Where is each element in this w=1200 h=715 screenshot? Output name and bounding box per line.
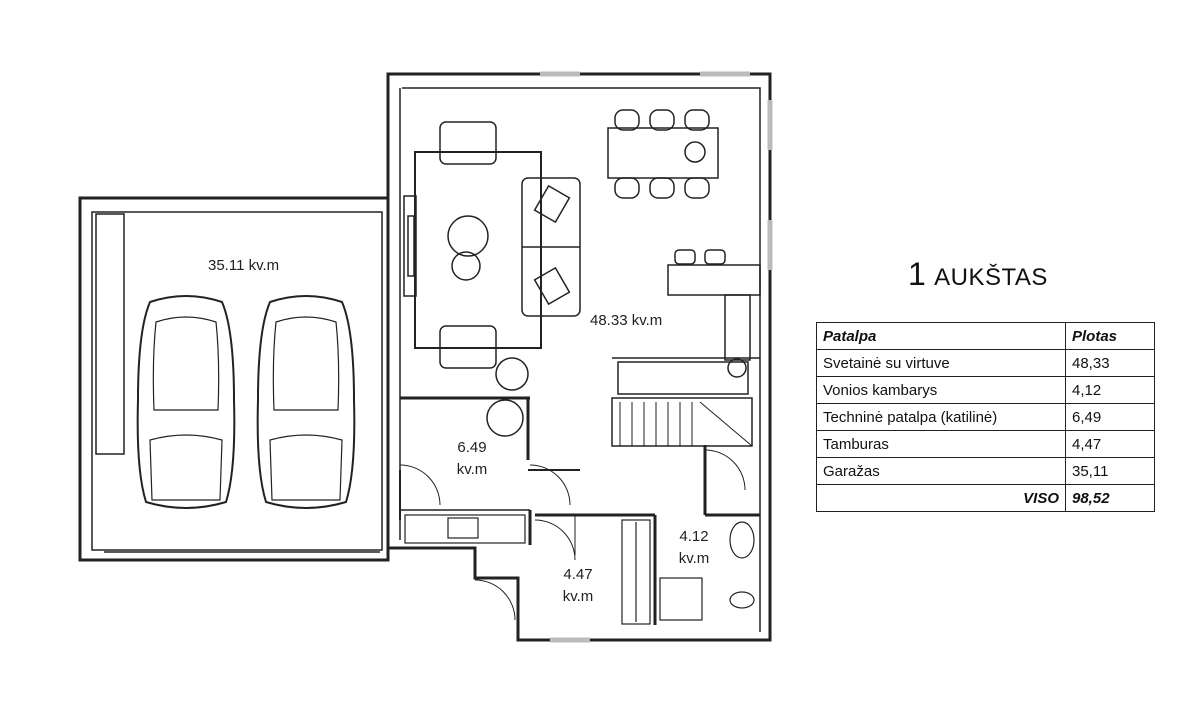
table-row: Tamburas 4,47	[816, 430, 1155, 458]
door-swings	[399, 449, 746, 621]
house-walls	[386, 71, 773, 643]
table-cell-area: 4,47	[1065, 430, 1155, 458]
table-cell-area: 4,12	[1065, 376, 1155, 404]
table-row: Svetainė su virtuve 48,33	[816, 349, 1155, 377]
table-total-row: VISO 98,52	[816, 484, 1155, 512]
bathroom-area-value: 4.12	[679, 528, 709, 545]
table-header-row: Patalpa Plotas	[816, 322, 1155, 350]
garage-walls	[78, 196, 390, 562]
technical-area-value: 6.49	[457, 439, 487, 456]
bathroom-fixtures	[621, 519, 755, 625]
table-cell-room: Techninė patalpa (katilinė)	[816, 403, 1066, 431]
dining-furniture	[607, 109, 747, 378]
floor-number: 1	[908, 256, 926, 292]
living-furniture	[403, 121, 581, 437]
interior-walls	[399, 264, 761, 625]
vestibule-area-value: 4.47	[563, 566, 593, 583]
car-left	[136, 295, 236, 509]
vestibule-area-unit: kv.m	[562, 588, 594, 605]
floor-word: AUKŠTAS	[934, 264, 1048, 291]
table-cell-room: Tamburas	[816, 430, 1066, 458]
car-right	[256, 295, 356, 509]
bathroom-area-label: 4.12 kv.m	[672, 526, 716, 570]
technical-equipment	[404, 514, 526, 544]
table-cell-room: Garažas	[816, 457, 1066, 485]
table-cell-room: Vonios kambarys	[816, 376, 1066, 404]
floor-title: 1 AUKŠTAS	[908, 256, 1048, 293]
room-area-table: Patalpa Plotas Svetainė su virtuve 48,33…	[816, 322, 1155, 512]
table-row: Garažas 35,11	[816, 457, 1155, 485]
bathroom-area-unit: kv.m	[678, 550, 710, 567]
table-header-area: Plotas	[1065, 322, 1155, 350]
table-total-label: VISO	[816, 484, 1066, 512]
table-row: Techninė patalpa (katilinė) 6,49	[816, 403, 1155, 431]
floor-plan-drawing	[78, 71, 773, 643]
table-total-value: 98,52	[1065, 484, 1155, 512]
technical-area-unit: kv.m	[456, 461, 488, 478]
table-row: Vonios kambarys 4,12	[816, 376, 1155, 404]
table-header-room: Patalpa	[816, 322, 1066, 350]
stairs	[619, 401, 753, 447]
vestibule-area-label: 4.47 kv.m	[556, 564, 600, 608]
living-area-label: 48.33 kv.m	[590, 312, 663, 329]
table-cell-area: 35,11	[1065, 457, 1155, 485]
technical-area-label: 6.49 kv.m	[450, 437, 494, 481]
garage-area-label: 35.11 kv.m	[208, 257, 280, 274]
table-cell-room: Svetainė su virtuve	[816, 349, 1066, 377]
table-cell-area: 48,33	[1065, 349, 1155, 377]
table-cell-area: 6,49	[1065, 403, 1155, 431]
